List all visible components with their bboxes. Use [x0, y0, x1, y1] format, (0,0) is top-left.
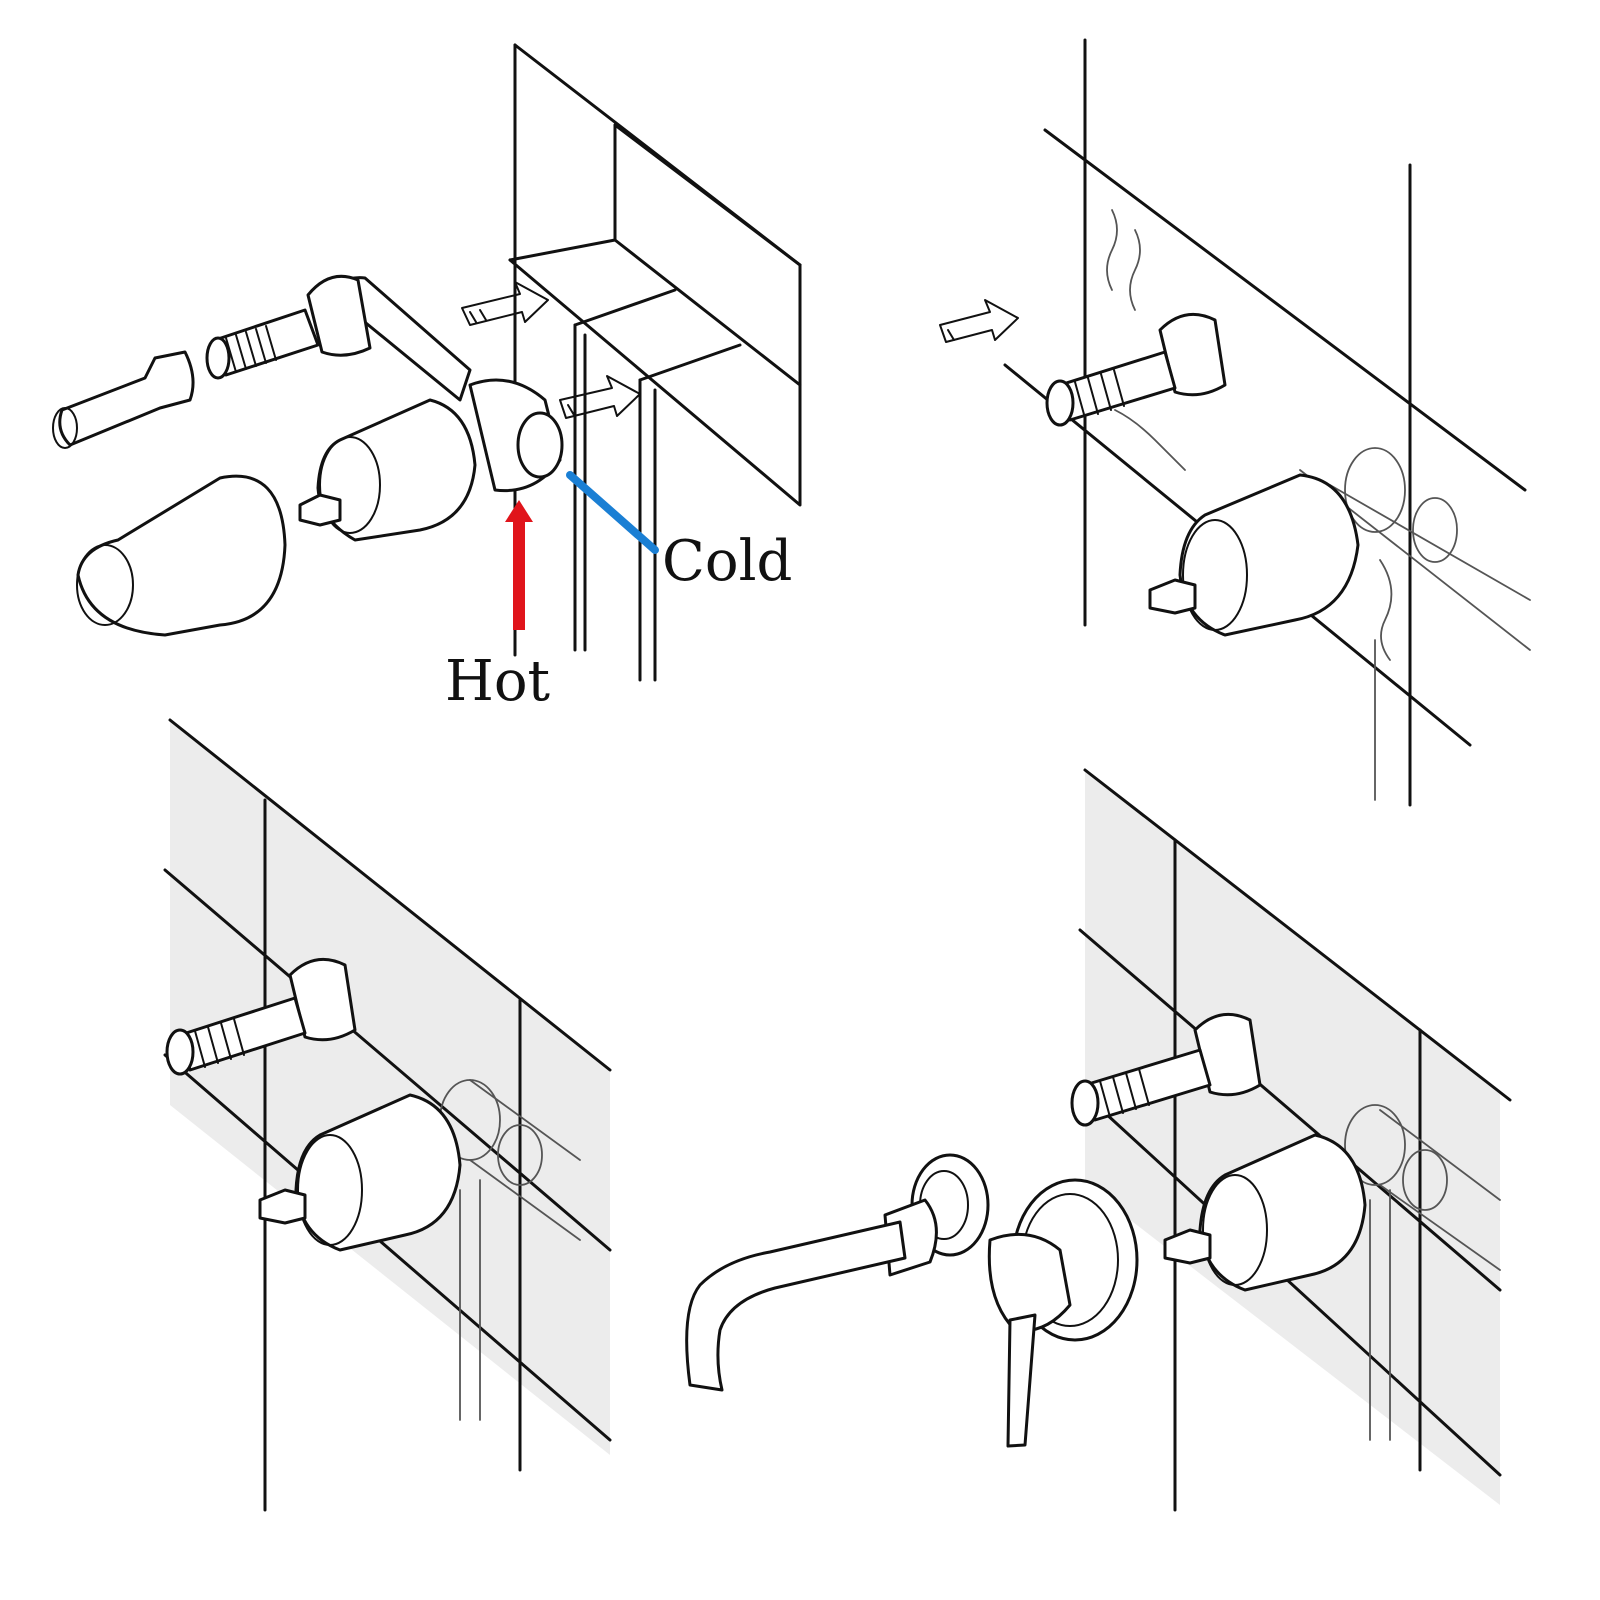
hot-label: Hot: [445, 649, 551, 714]
wall-box: [508, 43, 802, 682]
handle-cap: [76, 474, 287, 637]
step-2-valve-in-wall: [939, 38, 1531, 807]
spout-sleeve: [52, 350, 195, 449]
lever-handle: [987, 1178, 1139, 1448]
step-1-exploded-view: Hot Cold: [52, 43, 802, 714]
tiled-wall: [1078, 768, 1512, 1512]
push-arrow-icon: [939, 299, 1019, 343]
cold-label: Cold: [662, 529, 792, 594]
cold-inlet-line: [566, 471, 659, 554]
step-3-tiled-wall: [163, 718, 612, 1512]
mixing-valve-body: [165, 957, 581, 1252]
hot-inlet-arrow-icon: [505, 500, 533, 630]
push-arrow-icon: [559, 375, 641, 419]
mixing-valve-body: [205, 274, 564, 542]
push-arrow-icon: [461, 281, 549, 326]
step-4-finished-fixtures: [685, 768, 1512, 1512]
mixing-valve-body: [1045, 312, 1458, 637]
spout: [685, 1153, 990, 1392]
mixing-valve-body: [1070, 1012, 1501, 1292]
